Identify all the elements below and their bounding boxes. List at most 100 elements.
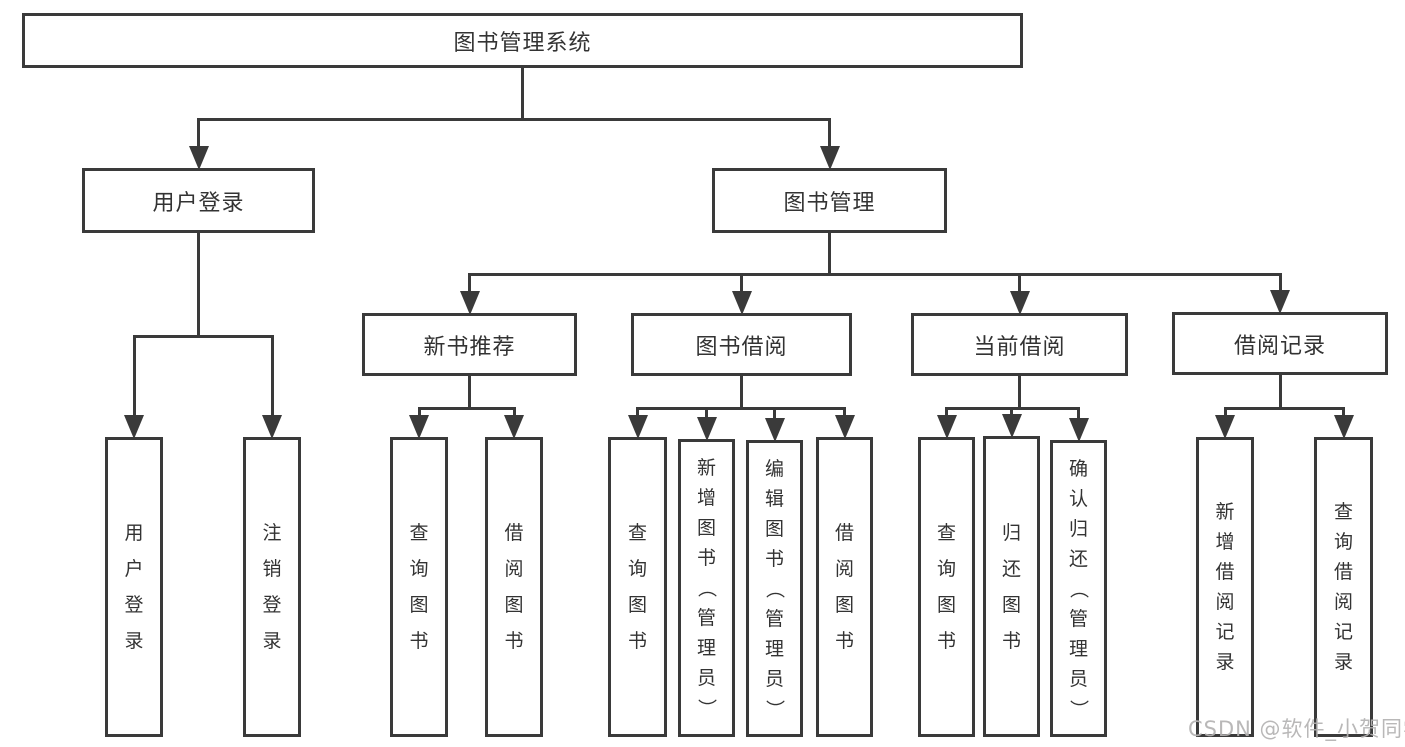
arrowhead-bb-add-books-admin	[696, 417, 717, 441]
connector-stem-borrow-records	[1278, 375, 1282, 407]
arrowhead-br-query-record	[1333, 415, 1354, 439]
node-cb-return-books: 归还图书	[983, 436, 1040, 737]
connector-bar-new-book-rec	[417, 407, 516, 410]
glyph: 阅	[1333, 591, 1353, 613]
arrowhead-cb-query-books	[936, 415, 957, 439]
glyph: 登	[124, 594, 144, 616]
node-bb-borrow-books: 借阅图书	[816, 437, 873, 737]
glyph: 注	[262, 522, 282, 544]
glyph: 书	[764, 547, 784, 570]
glyph: 还	[1068, 547, 1088, 570]
glyph: 确	[1068, 457, 1088, 480]
connector-bar-book-mgmt	[468, 273, 1282, 276]
glyph: 书	[409, 630, 429, 652]
glyph: 书	[696, 547, 716, 569]
arrowhead-book-borrow	[731, 291, 752, 315]
arrowhead-cb-return-books	[1001, 414, 1022, 438]
bb-borrow-books-label: 借阅图书	[819, 440, 870, 734]
glyph: 录	[262, 630, 282, 652]
connector-bar-borrow-records	[1223, 407, 1345, 410]
glyph: 登	[262, 594, 282, 616]
connector-drop-user-login	[197, 118, 200, 150]
glyph: （	[763, 578, 786, 599]
arrowhead-bb-query-books	[627, 415, 648, 439]
node-bb-query-books: 查询图书	[608, 437, 667, 737]
node-br-query-record: 查询借阅记录	[1314, 437, 1373, 737]
glyph: 员	[1068, 667, 1088, 690]
connector-drop-cb-return-books	[1010, 407, 1013, 418]
connector-drop-login	[132, 335, 136, 419]
connector-drop-book-mgmt	[828, 118, 831, 150]
glyph: ）	[1067, 698, 1090, 719]
arrowhead-nb-borrow-books	[504, 415, 524, 439]
glyph: ）	[695, 698, 718, 718]
glyph: 编	[764, 457, 784, 480]
node-nb-borrow-books: 借阅图书	[485, 437, 543, 737]
node-login: 用户登录	[105, 437, 163, 737]
connector-drop-bb-borrow-books	[843, 407, 846, 419]
connector-drop-nb-borrow-books	[512, 407, 516, 419]
book-mgmt-label: 图书管理	[783, 190, 876, 216]
connector-drop-br-add-record	[1223, 407, 1227, 419]
arrowhead-current-borrow	[1009, 291, 1030, 315]
connector-drop-bb-query-books	[636, 407, 639, 419]
connector-bar-user-login	[132, 335, 274, 338]
bb-add-books-admin-label: 新增图书（管理员）	[681, 442, 732, 734]
glyph: 归	[1068, 517, 1088, 540]
book-borrow-label: 图书借阅	[695, 334, 788, 360]
node-br-add-record: 新增借阅记录	[1196, 437, 1254, 737]
br-add-record-label: 新增借阅记录	[1199, 440, 1251, 734]
glyph: 管	[696, 607, 716, 629]
connector-drop-bb-edit-books-admin	[773, 407, 776, 422]
connector-drop-logout	[270, 335, 274, 419]
node-borrow-records: 借阅记录	[1172, 312, 1388, 375]
glyph: 阅	[1215, 591, 1235, 613]
glyph: 录	[1215, 651, 1235, 673]
connector-stem-root	[521, 68, 524, 118]
glyph: 图	[696, 517, 716, 539]
glyph: 录	[124, 630, 144, 652]
glyph: 借	[1215, 561, 1235, 583]
glyph: 查	[936, 522, 956, 544]
glyph: 新	[696, 457, 716, 479]
arrowhead-cb-confirm-return-admin	[1068, 418, 1089, 442]
glyph: 书	[834, 630, 854, 652]
glyph: 录	[1333, 651, 1353, 673]
glyph: 理	[764, 637, 784, 660]
node-bb-add-books-admin: 新增图书（管理员）	[678, 439, 735, 737]
connector-stem-current-borrow	[1018, 376, 1021, 407]
arrowhead-book-mgmt	[819, 146, 840, 170]
glyph: 员	[696, 667, 716, 689]
glyph: 询	[409, 558, 429, 580]
glyph: ）	[763, 698, 786, 719]
connector-drop-bb-add-books-admin	[705, 407, 708, 421]
node-bb-edit-books-admin: 编辑图书（管理员）	[746, 440, 803, 737]
connector-drop-cb-query-books	[945, 407, 948, 419]
connector-drop-borrow-records	[1278, 273, 1282, 294]
glyph: 阅	[834, 558, 854, 580]
glyph: 增	[696, 487, 716, 509]
glyph: 归	[1001, 521, 1021, 544]
node-cb-confirm-return-admin: 确认归还（管理员）	[1050, 440, 1107, 737]
glyph: 书	[936, 630, 956, 652]
connector-bar-book-borrow	[636, 407, 846, 410]
node-root: 图书管理系统	[22, 13, 1023, 68]
node-user-login: 用户登录	[82, 168, 315, 233]
glyph: 理	[1068, 637, 1088, 660]
glyph: 认	[1068, 487, 1088, 510]
node-book-borrow: 图书借阅	[631, 313, 852, 376]
glyph: 理	[696, 637, 716, 659]
glyph: 查	[627, 522, 647, 544]
connector-drop-nb-query-books	[417, 407, 421, 419]
glyph: 借	[834, 522, 854, 544]
glyph: 图	[1001, 593, 1021, 616]
glyph: 销	[262, 558, 282, 580]
glyph: 书	[504, 630, 524, 652]
glyph: 新	[1215, 501, 1235, 523]
glyph: 查	[1333, 501, 1353, 523]
login-label: 用户登录	[108, 440, 160, 734]
glyph: （	[1067, 578, 1090, 599]
node-logout: 注销登录	[243, 437, 301, 737]
node-nb-query-books: 查询图书	[390, 437, 448, 737]
